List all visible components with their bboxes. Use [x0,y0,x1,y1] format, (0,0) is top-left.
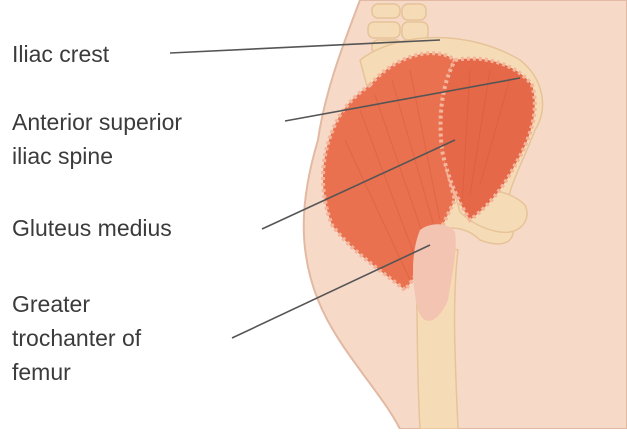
label-greater-trochanter-line2: trochanter of [12,324,141,352]
label-greater-trochanter-line1: Greater [12,290,90,318]
label-greater-trochanter-line3: femur [12,358,71,386]
label-anterior-superior-iliac-spine-line2: iliac spine [12,142,113,170]
label-anterior-superior-iliac-spine-line1: Anterior superior [12,108,182,136]
label-gluteus-medius: Gluteus medius [12,214,172,242]
label-iliac-crest: Iliac crest [12,40,109,68]
